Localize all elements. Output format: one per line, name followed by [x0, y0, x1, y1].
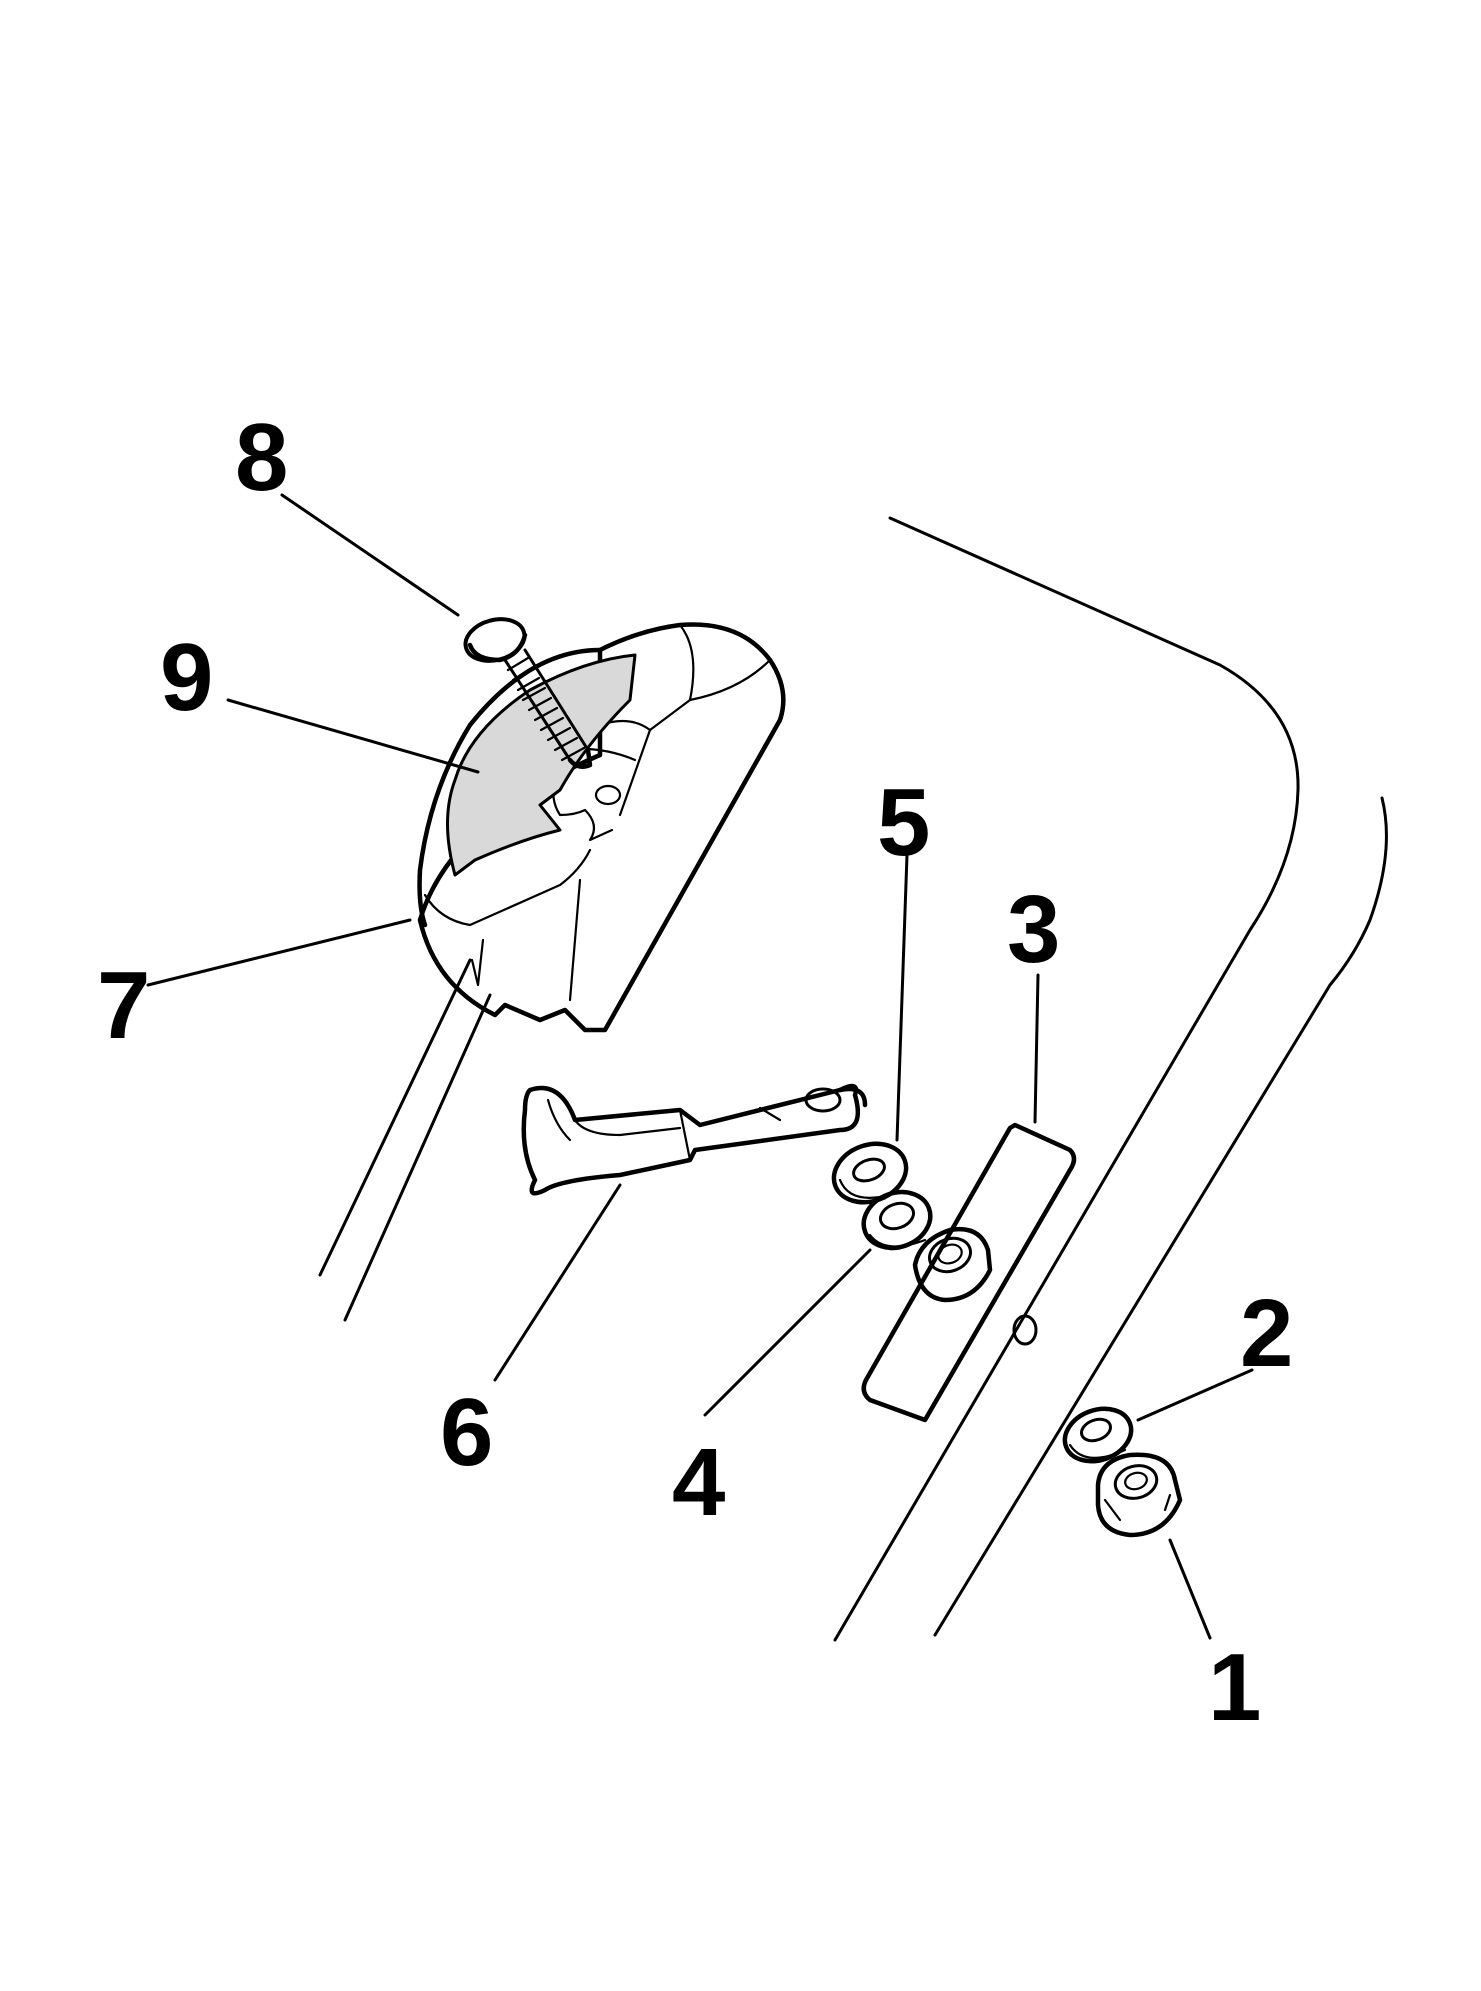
part-3-bracket-plate	[861, 1122, 1077, 1423]
callout-1: 1	[1208, 1634, 1261, 1741]
leader-5	[895, 853, 909, 1142]
leader-1	[1168, 1538, 1212, 1640]
leader-7	[146, 918, 412, 987]
callout-3: 3	[1007, 876, 1060, 983]
part-5-washer	[831, 1141, 909, 1205]
leader-8	[280, 493, 460, 617]
part-4-spacer	[861, 1189, 933, 1251]
leader-3	[1033, 973, 1040, 1124]
leader-6	[493, 1183, 622, 1382]
leader-4	[703, 1248, 872, 1417]
callout-4: 4	[672, 1429, 725, 1536]
handlebar-frame	[833, 516, 1388, 1642]
callout-8: 8	[235, 404, 288, 511]
leader-lines	[146, 493, 1254, 1640]
leader-9	[226, 698, 480, 774]
screw-thread	[506, 656, 586, 762]
callout-5: 5	[877, 769, 930, 876]
part-9-scale-plate	[446, 653, 637, 877]
callout-2: 2	[1240, 1280, 1293, 1387]
part-2-washer	[1062, 1406, 1134, 1464]
bracket-nut	[912, 1226, 993, 1303]
part-1-lock-nut	[1095, 1452, 1183, 1538]
callout-6: 6	[440, 1379, 493, 1486]
part-6-lever	[521, 1083, 868, 1196]
leader-2	[1136, 1368, 1254, 1422]
callout-labels: 8 9 7 6 4 5 3 2 1	[97, 404, 1293, 1741]
callout-7: 7	[97, 952, 150, 1059]
part-8-screw	[463, 617, 593, 769]
callout-9: 9	[160, 624, 213, 731]
